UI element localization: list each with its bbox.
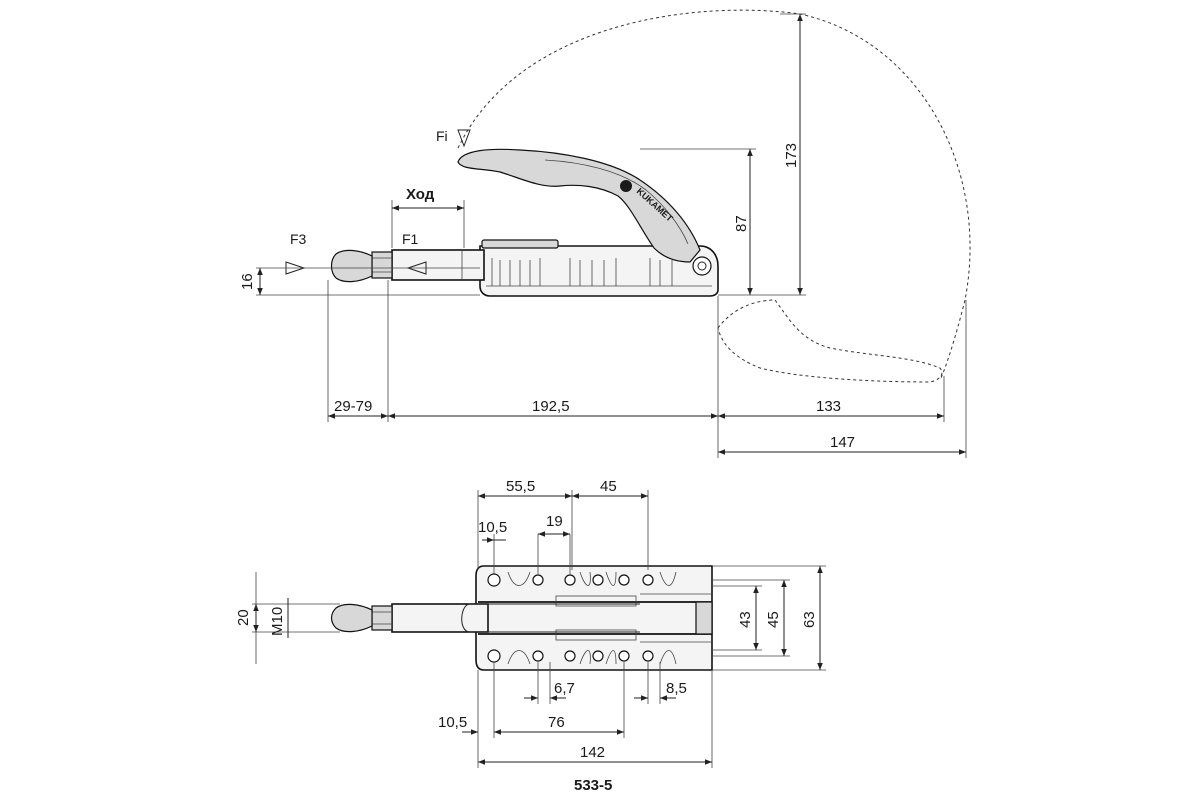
fi-arrow-icon (457, 129, 471, 148)
fi-label: Fi (436, 128, 448, 144)
clamp-handle (457, 148, 701, 263)
dim-45-top: 45 (600, 478, 617, 495)
dim-29-79: 29-79 (334, 398, 372, 415)
handle-swing-arc (457, 9, 971, 381)
dim-133: 133 (816, 398, 841, 415)
top-base-plate (475, 565, 713, 671)
pivot-pin-outer (692, 256, 712, 276)
top-hex-nut (371, 605, 393, 631)
model-number: 533-5 (574, 777, 612, 794)
dim-19: 19 (546, 513, 563, 530)
dim-192-5: 192,5 (532, 398, 570, 415)
plunger-tip (330, 249, 373, 283)
top-plunger-rod (391, 603, 489, 633)
dim-63: 63 (801, 611, 818, 628)
mounting-holes-lower (487, 649, 677, 665)
dim-20: 20 (235, 609, 252, 626)
top-plate (481, 239, 559, 249)
dim-173: 173 (783, 143, 800, 168)
dim-m10: M10 (269, 607, 286, 636)
pivot-pin-inner (697, 261, 707, 271)
dim-43: 43 (737, 611, 754, 628)
f1-label: F1 (402, 231, 419, 247)
top-view: 20 M10 55,5 45 10,5 19 43 45 63 (235, 478, 826, 794)
plunger-rod (391, 249, 485, 281)
dim-142: 142 (580, 744, 605, 761)
top-plunger-tip (330, 603, 373, 633)
handle-loop (461, 603, 640, 633)
base-ribs (486, 258, 712, 287)
dim-16: 16 (239, 273, 256, 290)
open-handle-ghost (717, 299, 943, 383)
dim-8-5: 8,5 (666, 680, 687, 697)
brand-logo-icon (620, 180, 632, 192)
handle-grip-inner (544, 159, 689, 245)
dim-87: 87 (733, 215, 750, 232)
dim-6-7: 6,7 (554, 680, 575, 697)
mounting-holes-upper (487, 571, 677, 587)
side-view: KUKAMET F3 F1 Fi Ход 16 (239, 9, 971, 458)
clamp-base (479, 245, 719, 297)
dim-10-5-bottom: 10,5 (438, 714, 467, 731)
dim-55-5: 55,5 (506, 478, 535, 495)
dim-147: 147 (830, 434, 855, 451)
f3-label: F3 (290, 231, 307, 247)
dim-45-right: 45 (765, 611, 782, 628)
dim-10-5-top: 10,5 (478, 519, 507, 536)
dim-76: 76 (548, 714, 565, 731)
center-slot (478, 601, 712, 635)
hex-nut (371, 251, 393, 279)
stroke-label: Ход (406, 186, 435, 203)
